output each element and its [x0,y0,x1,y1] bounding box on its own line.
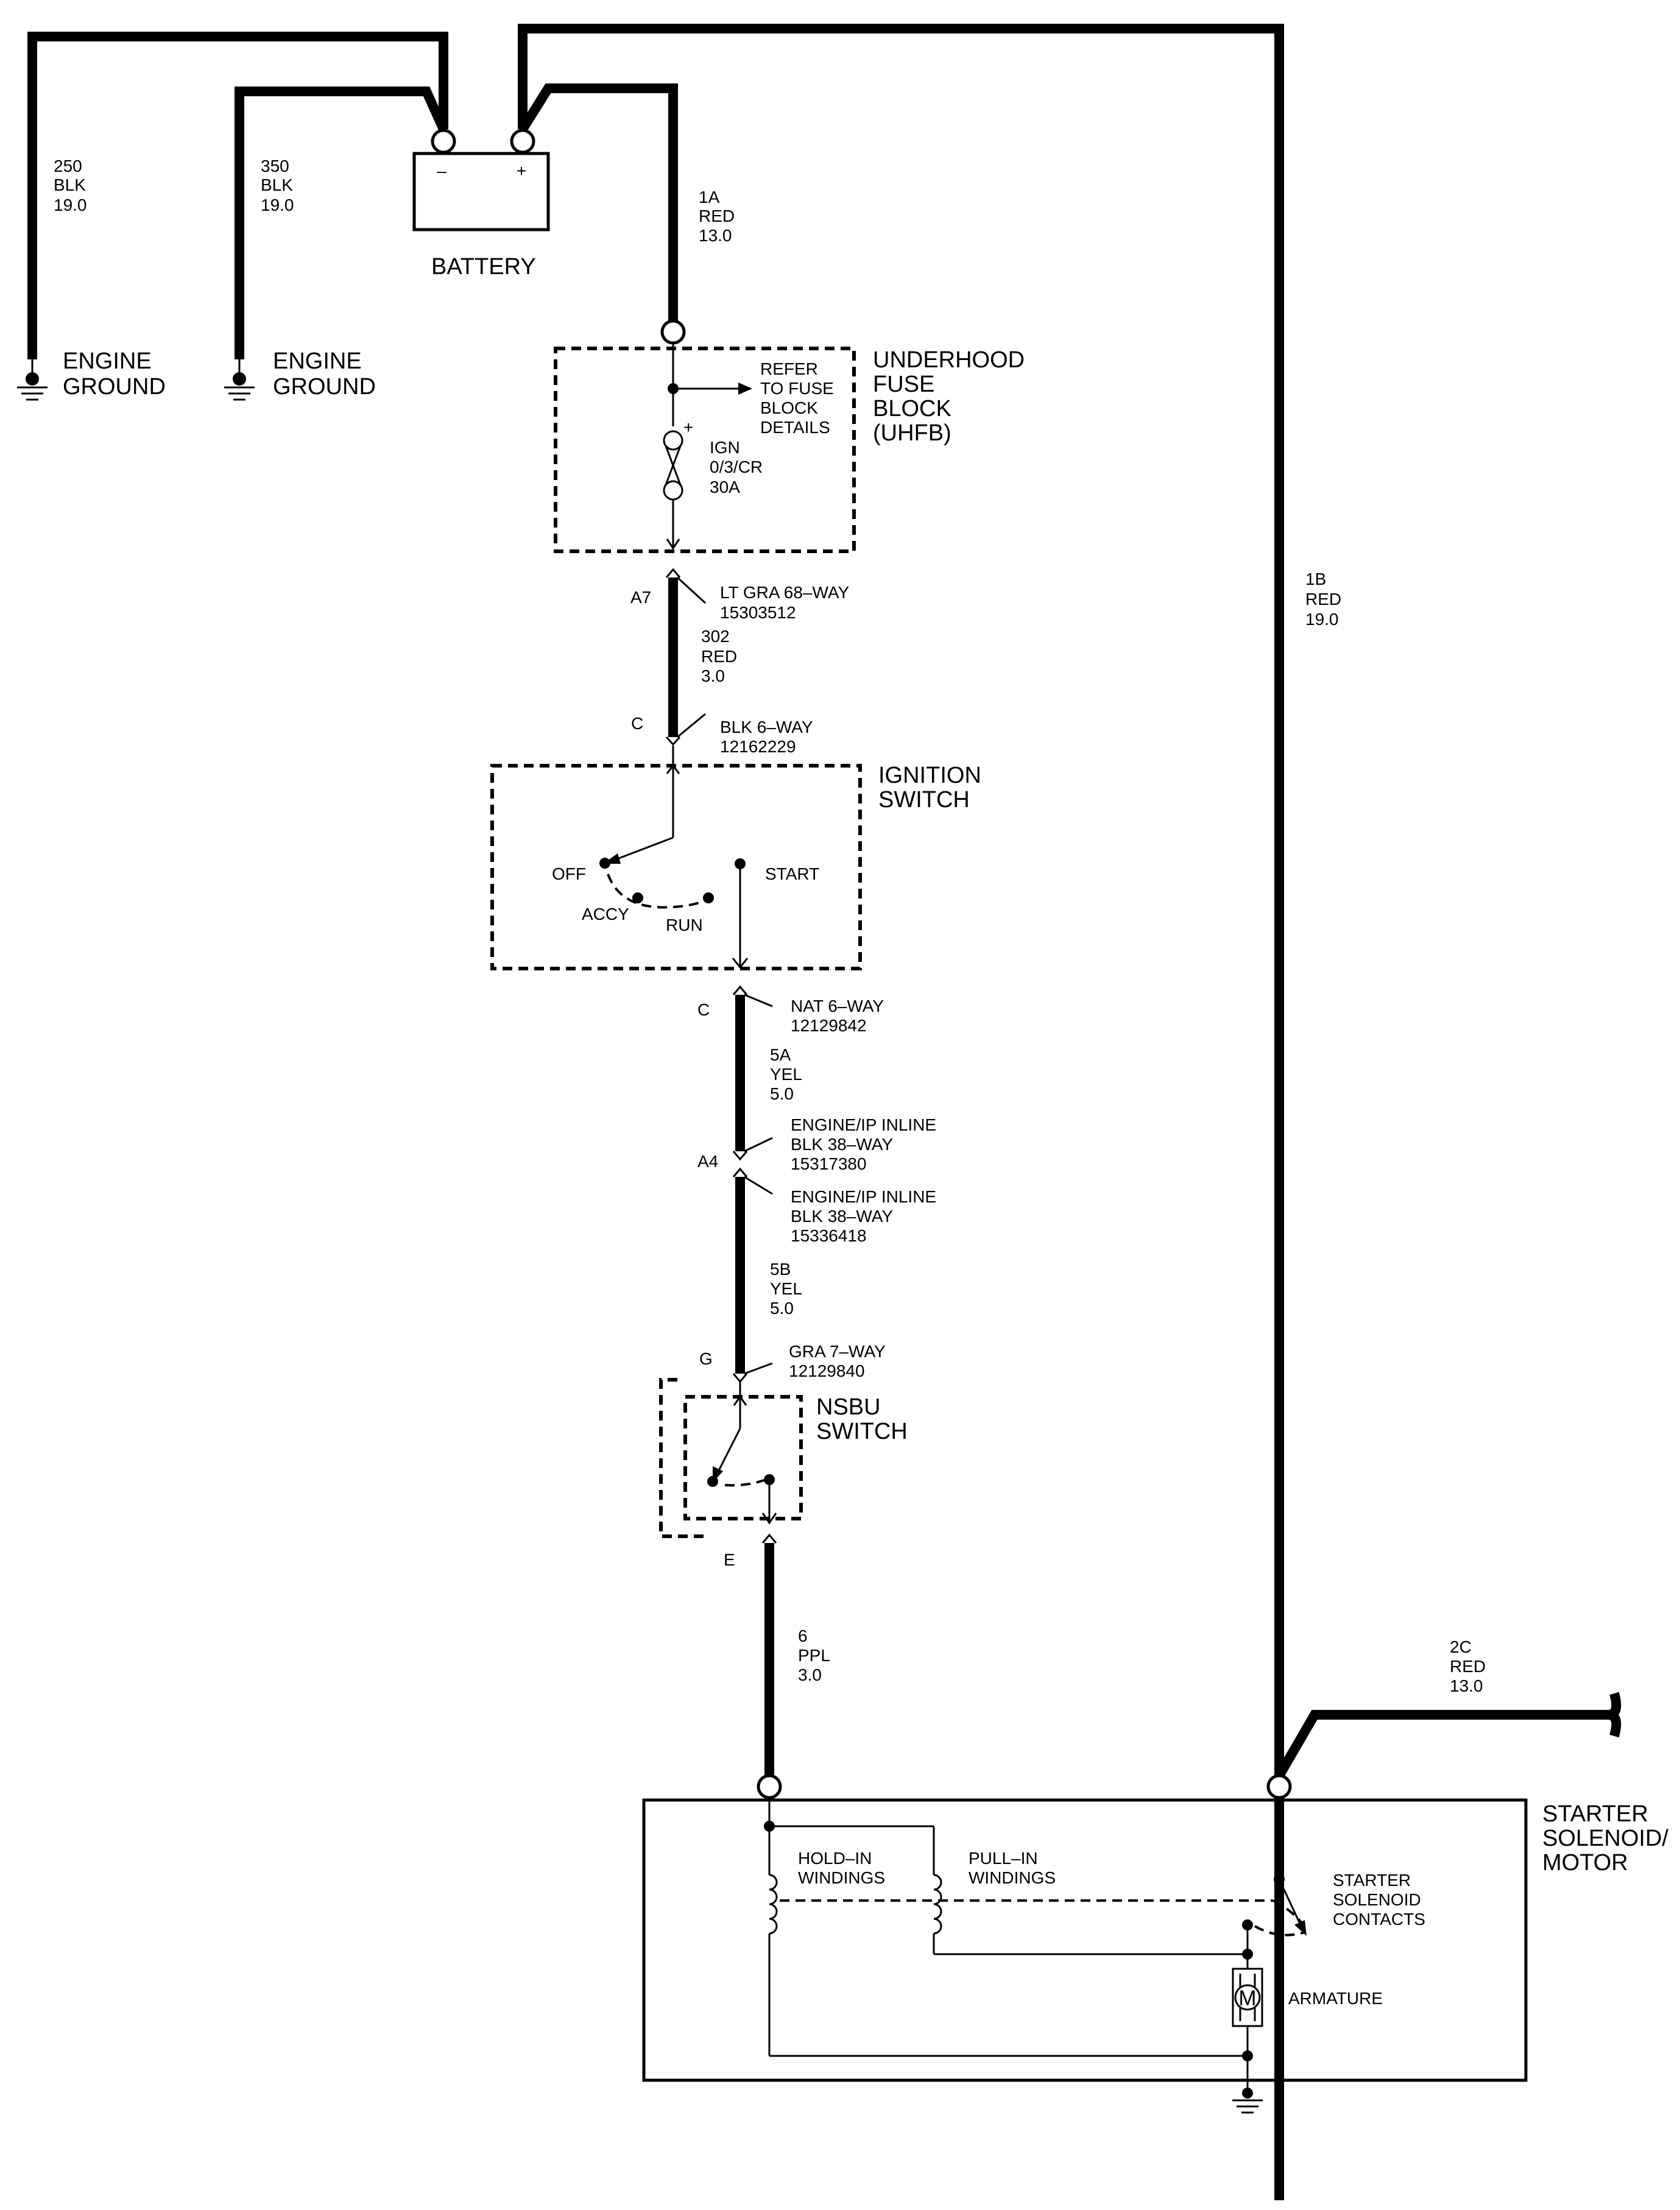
connector-a7-label: LT GRA 68–WAY 15303512 [720,583,853,622]
ignition-position-accy: ACCY [582,905,629,923]
solenoid-contacts-label: STARTER SOLENOID CONTACTS [1333,1871,1425,1929]
wire-350-label: 350 BLK 19.0 [261,157,298,214]
wire-1b-red [518,24,1284,2200]
battery: – + BATTERY [412,129,550,280]
ignition-position-start: START [765,864,819,883]
motor-symbol-label: M [1238,1986,1256,2010]
connector-c-pin-lower: C [697,1000,710,1019]
wire-1b-label: 1B RED 19.0 [1305,570,1346,629]
battery-negative-sign: – [437,161,446,180]
connector-c-pin-upper: C [631,714,643,733]
nsbu-switch-title: NSBU SWITCH [816,1394,908,1444]
starter-box [642,1798,1528,2082]
connector-g-pin: G [699,1349,713,1368]
ignition-switch-title: IGNITION SWITCH [878,763,987,813]
ground-symbol-2 [224,359,255,401]
connector-ign-out-label: NAT 6–WAY 12129842 [791,997,888,1035]
starter-s-terminal [757,1774,782,1799]
wire-2c-break-icon [1608,1692,1622,1738]
wire-250-blk [27,32,448,359]
hold-in-windings-label: HOLD–IN WINDINGS [798,1849,885,1887]
uhfb-internal [663,343,752,550]
connector-a7-pin: A7 [630,588,651,607]
uhfb-title: UNDERHOOD FUSE BLOCK (UHFB) [873,347,1031,446]
pull-in-windings-label: PULL–IN WINDINGS [969,1849,1056,1887]
nsbu-switch-internal [707,1382,777,1525]
wire-2c-label: 2C RED 13.0 [1450,1637,1491,1695]
connector-g-label: GRA 7–WAY 12129840 [789,1342,890,1380]
ground-label-1: ENGINE GROUND [63,348,166,400]
battery-negative-terminal [431,129,456,154]
armature-label: ARMATURE [1288,1989,1383,2008]
fuse-label: IGN 0/3/CR 30A [710,438,768,496]
wire-6-label: 6 PPL 3.0 [798,1626,835,1684]
ignition-switch-box [490,764,862,970]
connector-ign-in-label: BLK 6–WAY 12162229 [720,718,817,756]
battery-label: BATTERY [431,254,536,280]
connector-e-pin: E [724,1550,735,1569]
wire-1a-red [518,83,678,323]
battery-ground-wires [27,24,1284,2200]
fuse-plus-sign: + [683,418,693,437]
wire-5a-label: 5A YEL 5.0 [770,1045,806,1103]
starter-b-terminal [1266,1774,1292,1799]
starter-internal-wiring [764,1798,1307,2114]
pull-in-coil-icon [933,1874,942,1935]
ignition-position-off: OFF [552,864,586,883]
wire-250-label: 250 BLK 19.0 [54,157,91,214]
connector-c-ign-in [665,713,706,746]
connector-c-ign-out [732,985,773,1008]
uhfb-refer-label: REFER TO FUSE BLOCK DETAILS [760,359,839,437]
connector-e [761,1533,777,1544]
battery-positive-terminal [510,129,535,154]
battery-positive-sign: + [517,161,526,180]
wire-1a-label: 1A RED 13.0 [699,188,739,245]
connector-a7 [665,568,707,604]
ground-symbol-1 [17,359,48,401]
connector-a4-top-label: ENGINE/IP INLINE BLK 38–WAY 15317380 [791,1115,941,1173]
connector-a4 [732,1137,773,1195]
wire-350-blk [235,86,448,359]
starter-title: STARTER SOLENOID/ MOTOR [1542,1801,1675,1876]
ignition-position-run: RUN [666,916,703,934]
ignition-switch-internal [599,746,749,969]
nsbu-outer-bracket [659,1378,707,1538]
nsbu-switch-box [683,1395,803,1520]
wire-302-label: 302 RED 3.0 [701,627,742,685]
hold-in-coil-icon [769,1874,778,1935]
ground-label-2: ENGINE GROUND [273,348,376,400]
connector-a4-pin: A4 [697,1152,718,1171]
wire-5b-label: 5B YEL 5.0 [770,1260,806,1318]
uhfb-input-terminal [660,319,686,345]
battery-body [412,152,550,231]
refer-arrow-icon [738,383,752,395]
connector-a4-bottom-label: ENGINE/IP INLINE BLK 38–WAY 15336418 [791,1187,941,1245]
wire-2c-red [1275,1710,1608,1779]
uhfb-box [554,347,856,553]
